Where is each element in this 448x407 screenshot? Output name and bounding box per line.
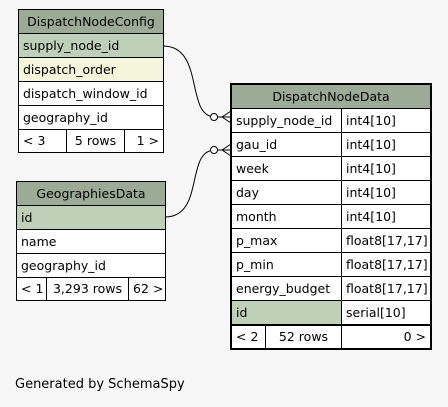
parents-count[interactable]: < 3 bbox=[19, 130, 67, 152]
table-title[interactable]: DispatchNodeData bbox=[232, 85, 430, 109]
children-count[interactable]: 0 > bbox=[403, 329, 426, 344]
table-geographies-data: GeographiesData id name geography_id < 1… bbox=[16, 181, 166, 301]
column-type: float8[17,17] bbox=[346, 233, 428, 248]
column-name: geography_id bbox=[23, 110, 108, 125]
column-name: dispatch_window_id bbox=[23, 86, 148, 101]
column-name: month bbox=[232, 205, 342, 228]
column-row[interactable]: id bbox=[17, 206, 165, 230]
table-title[interactable]: GeographiesData bbox=[17, 182, 165, 206]
column-row[interactable]: day int4[10] bbox=[232, 181, 430, 205]
column-name: p_max bbox=[232, 229, 342, 252]
column-name: day bbox=[232, 181, 342, 204]
column-row[interactable]: month int4[10] bbox=[232, 205, 430, 229]
generated-by-label: Generated by SchemaSpy bbox=[15, 377, 185, 392]
column-name: supply_node_id bbox=[232, 109, 342, 132]
table-dispatch-node-data: DispatchNodeData supply_node_id int4[10]… bbox=[230, 83, 432, 350]
relationship-supply-node bbox=[162, 45, 231, 118]
column-row[interactable]: p_min float8[17,17] bbox=[232, 253, 430, 277]
children-count[interactable]: 62 > bbox=[133, 281, 164, 296]
row-count: 52 rows bbox=[266, 326, 342, 348]
row-count: 3,293 rows bbox=[47, 278, 129, 300]
column-name: id bbox=[232, 301, 342, 324]
column-name: dispatch_order bbox=[23, 62, 116, 77]
column-row[interactable]: supply_node_id bbox=[19, 34, 163, 58]
column-type: int4[10] bbox=[346, 137, 396, 152]
column-name: energy_budget bbox=[232, 277, 342, 300]
column-row[interactable]: dispatch_order bbox=[19, 58, 163, 82]
column-type: float8[17,17] bbox=[346, 257, 428, 272]
parents-count[interactable]: < 2 bbox=[232, 326, 266, 348]
column-row[interactable]: geography_id bbox=[19, 106, 163, 130]
column-name: gau_id bbox=[232, 133, 342, 156]
column-row[interactable]: energy_budget float8[17,17] bbox=[232, 277, 430, 301]
column-name: p_min bbox=[232, 253, 342, 276]
column-type: int4[10] bbox=[346, 209, 396, 224]
column-row[interactable]: supply_node_id int4[10] bbox=[232, 109, 430, 133]
relationship-supply-node-marker bbox=[210, 113, 218, 121]
table-footer: < 2 52 rows 0 > bbox=[232, 325, 430, 348]
children-count[interactable]: 1 > bbox=[136, 133, 159, 148]
column-type: serial[10] bbox=[346, 305, 406, 320]
relationship-geography bbox=[164, 149, 231, 218]
table-dispatch-node-config: DispatchNodeConfig supply_node_id dispat… bbox=[18, 9, 164, 153]
parents-count[interactable]: < 1 bbox=[17, 278, 47, 300]
column-name: geography_id bbox=[21, 258, 106, 273]
column-name: week bbox=[232, 157, 342, 180]
column-row[interactable]: gau_id int4[10] bbox=[232, 133, 430, 157]
column-type: int4[10] bbox=[346, 113, 396, 128]
table-title[interactable]: DispatchNodeConfig bbox=[19, 10, 163, 34]
column-type: int4[10] bbox=[346, 161, 396, 176]
column-row[interactable]: name bbox=[17, 230, 165, 254]
table-footer: < 1 3,293 rows 62 > bbox=[17, 278, 165, 300]
column-row[interactable]: p_max float8[17,17] bbox=[232, 229, 430, 253]
column-row[interactable]: week int4[10] bbox=[232, 157, 430, 181]
column-row[interactable]: dispatch_window_id bbox=[19, 82, 163, 106]
crows-foot-supply-icon bbox=[221, 110, 232, 124]
column-type: int4[10] bbox=[346, 185, 396, 200]
crows-foot-geography-icon bbox=[221, 143, 232, 157]
column-row[interactable]: geography_id bbox=[17, 254, 165, 278]
column-row[interactable]: id serial[10] bbox=[232, 301, 430, 325]
row-count: 5 rows bbox=[67, 130, 125, 152]
column-name: name bbox=[21, 234, 57, 249]
table-footer: < 3 5 rows 1 > bbox=[19, 130, 163, 152]
column-name: id bbox=[21, 210, 33, 225]
column-type: float8[17,17] bbox=[346, 281, 428, 296]
column-name: supply_node_id bbox=[23, 38, 120, 53]
relationship-geography-marker bbox=[210, 146, 218, 154]
